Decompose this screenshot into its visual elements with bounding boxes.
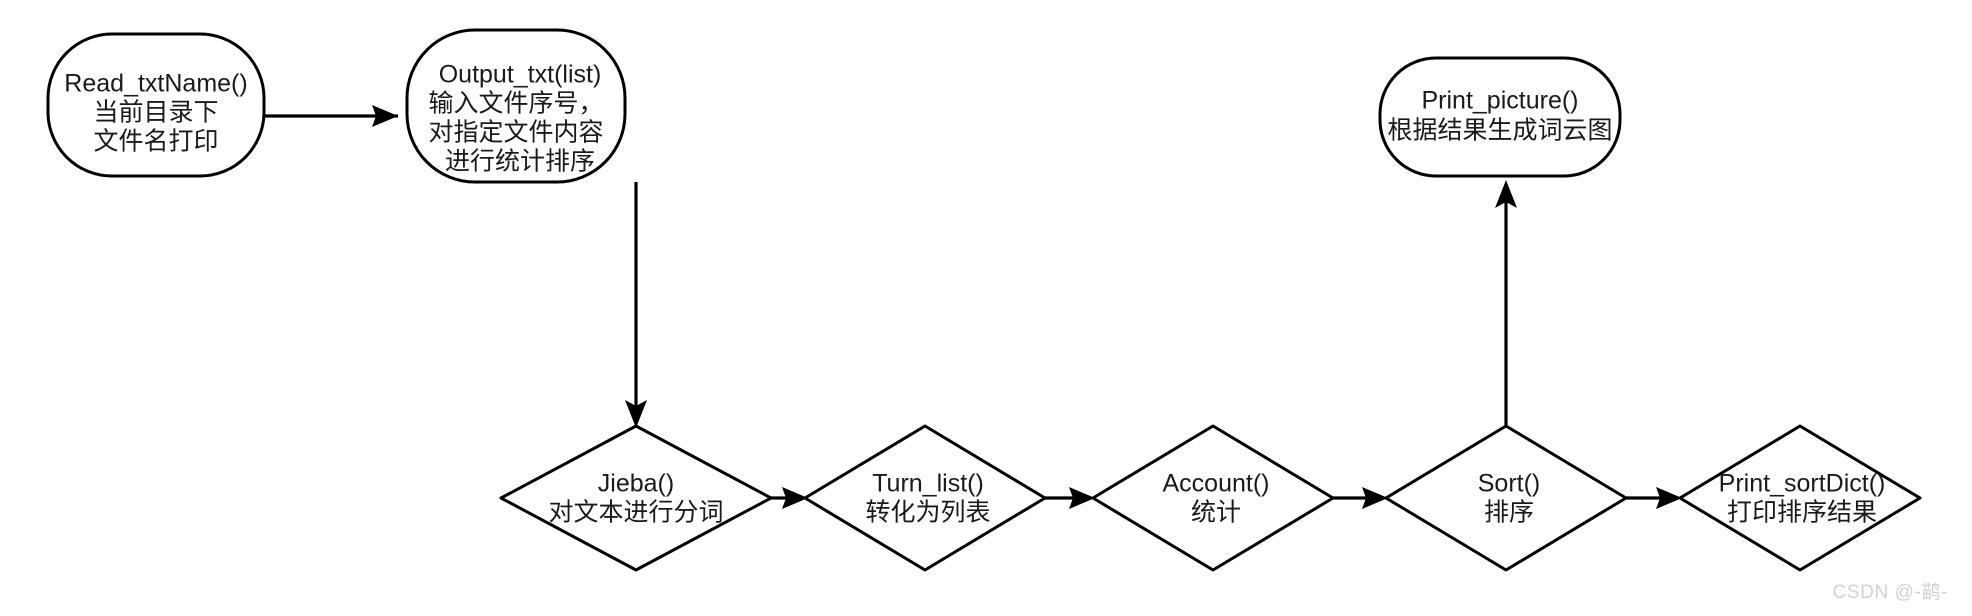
node-shape-diamond[interactable] [499, 424, 773, 572]
node-shape-diamond[interactable] [1384, 424, 1628, 572]
arrow-head-icon [372, 105, 398, 127]
node-label-line: Account() [1163, 470, 1270, 498]
node-label-line: 转化为列表 [865, 499, 990, 527]
arrow-head-icon [1069, 487, 1095, 509]
node-shape-rounded-rectangle[interactable] [1378, 56, 1622, 178]
edge-read-to-output [265, 105, 398, 127]
node-label-line: Turn_list() [872, 470, 984, 498]
node-label-line: 排序 [1484, 499, 1534, 527]
node-label-line: Jieba() [598, 470, 674, 498]
node-label-line: Read_txtName() [64, 70, 247, 98]
node-label-line: 根据结果生成词云图 [1387, 117, 1612, 145]
connector-layer [265, 105, 1682, 509]
node-label-line: Print_picture() [1422, 87, 1579, 115]
edge-turnlist-to-account [1045, 487, 1095, 509]
edge-jieba-to-turnlist [771, 487, 808, 509]
node-shape-rounded-rectangle[interactable] [405, 28, 627, 184]
node-turn-list[interactable]: Turn_list() 转化为列表 [803, 424, 1047, 572]
csdn-watermark: CSDN @-鹋- [1832, 582, 1948, 603]
node-label-line: 对指定文件内容 [428, 119, 603, 147]
node-label-line: 打印排序结果 [1727, 499, 1877, 527]
arrow-head-icon [625, 400, 647, 428]
node-output-txt[interactable]: Output_txt(list) 输入文件序号， 对指定文件内容 进行统计排序 [405, 28, 627, 184]
arrow-head-icon [1656, 487, 1682, 509]
arrow-head-icon [1362, 487, 1388, 509]
node-print-sortdict[interactable]: Print_sortDict() 打印排序结果 [1678, 424, 1922, 572]
arrow-head-icon [782, 487, 808, 509]
node-shape-diamond[interactable] [803, 424, 1047, 572]
node-label-line: 统计 [1191, 499, 1241, 527]
node-read-txtname[interactable]: Read_txtName() 当前目录下 文件名打印 [46, 32, 266, 178]
node-label-line: Sort() [1478, 470, 1541, 498]
node-label-line: 文件名打印 [93, 128, 218, 156]
node-print-picture[interactable]: Print_picture() 根据结果生成词云图 [1378, 56, 1622, 178]
node-sort[interactable]: Sort() 排序 [1384, 424, 1628, 572]
node-shape-diamond[interactable] [1678, 424, 1922, 572]
node-label-line: 当前目录下 [93, 99, 218, 127]
edge-sort-to-printpicture [1495, 180, 1517, 426]
node-jieba[interactable]: Jieba() 对文本进行分词 [499, 424, 773, 572]
edge-account-to-sort [1333, 487, 1388, 509]
node-label-line: 输入文件序号， [428, 90, 603, 118]
node-shape-diamond[interactable] [1091, 424, 1335, 572]
arrow-head-icon [1495, 180, 1517, 208]
edge-sort-to-printsortdict [1626, 487, 1682, 509]
node-label-line: Print_sortDict() [1719, 470, 1886, 498]
node-label-line: 进行统计排序 [445, 148, 595, 176]
edge-output-to-jieba [625, 182, 647, 428]
node-label-line: 对文本进行分词 [548, 499, 723, 527]
node-label-line: Output_txt(list) [439, 61, 602, 89]
node-shape-rounded-rectangle[interactable] [46, 32, 266, 178]
node-account[interactable]: Account() 统计 [1091, 424, 1335, 572]
